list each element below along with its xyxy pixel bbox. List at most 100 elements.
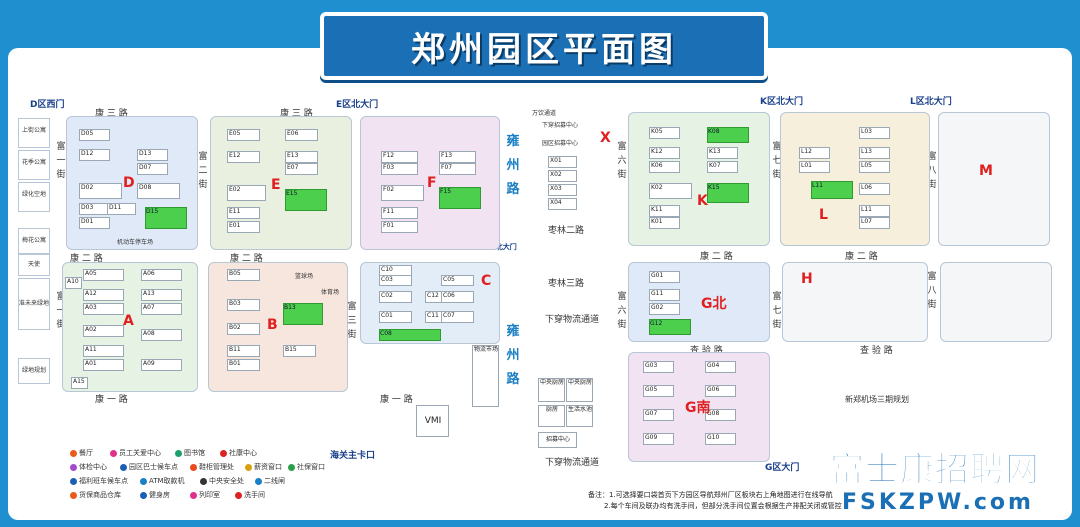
building-b11: B11 [227,345,260,357]
road-kang2-left: 康 二 路 [70,254,103,264]
road-fu8-bottom: 富八街 [927,272,937,310]
road-yongzhou-bottom: 雍州路 [506,324,520,387]
salary-window-icon [245,463,252,471]
road-kang2-right: 康 二 路 [700,252,733,262]
side-building: 上街公寓 [18,118,50,148]
building-l06: L06 [859,183,890,195]
zone-h-block: H [782,262,928,342]
road-kang2-far-right: 康 二 路 [845,252,878,262]
zone-f-block: F12 F13 F03 F07 F02 F11 F01 F15 F [360,116,500,250]
building-d07: D07 [137,163,168,175]
zone-label-d: D [123,175,135,191]
building-e13: E13 [285,151,318,163]
building-g06: G06 [705,385,736,397]
building-l11-green: L11 [811,181,853,199]
zone-label-f: F [427,175,437,191]
building-a15: A15 [71,377,88,389]
legend-item: 列印室 [190,490,220,500]
road-xiajing-bottom: 下穿物流通道 [545,458,600,468]
parking-label: 机动车停车场 [117,239,154,246]
zone-h-right-block [940,262,1052,342]
legend-item: 中央安全处 [200,476,244,486]
building-c03: C03 [379,275,412,286]
road-chayan-right: 查 验 路 [860,346,893,356]
building-l01: L01 [799,161,830,173]
building-c08: C08 [379,329,441,341]
shoe-cabinet-icon [190,463,197,471]
zone-label-b: B [267,317,278,333]
note-line-1: 备注：1.可选择要口袋首页下方园区导航郑州厂区板块右上角地图进行在线导航 [588,491,833,499]
legend: 餐厅 员工关爱中心 图书馆 社康中心 体检中心 园区巴士候车点 鞋柜管理处 薪资… [70,448,330,508]
zone-b-block: B05 B03 B02 B11 B01 B15 B13 篮球场 体育场 B [208,262,348,392]
building-a03: A03 [83,303,124,315]
zone-label-m: M [979,163,993,179]
side-building: 梅花公寓 [18,228,50,254]
building-e15: E15 [285,189,327,211]
gate-e-north: E区北大门 [336,100,379,110]
road-xiajing: 下穿物流通道 [545,315,600,325]
legend-item: 园区巴士候车点 [120,462,178,472]
legend-item: 社保窗口 [288,462,325,472]
gate-f-north: F区北大门 [484,243,517,251]
building-b03: B03 [227,299,260,311]
building-x02: X02 [548,170,577,182]
health-center-icon [220,449,227,457]
building-l03: L03 [859,127,890,139]
restroom-icon [235,491,242,499]
legend-item: 餐厅 [70,448,93,458]
building-g05: G05 [643,385,674,397]
road-kang1-left: 康 一 路 [95,395,128,405]
building-k05: K05 [649,127,680,139]
building-f12: F12 [381,151,418,163]
building-b02: B02 [227,323,260,335]
court-label: 篮球场 [295,273,314,280]
side-building: 绿地规划 [18,358,50,384]
zone-label-g-south: G南 [685,400,711,416]
road-fu8-top: 富八街 [927,152,937,190]
gym-icon [140,491,147,499]
gate-d-west: D区西门 [30,100,65,110]
zone-label-l: L [819,207,828,223]
building-logistics: 物流市场 [472,345,499,407]
building-d13: D13 [137,149,168,161]
insurance-window-icon [288,463,295,471]
zone-d-block: D05 D12 D13 D02 D08 D03 D01 D07 D11 D15 … [66,116,198,250]
zone-g-south-block: G03 G04 G05 G06 G07 G08 G09 G10 G南 [628,352,770,462]
road-fu7-bottom: 富七街 [772,292,782,330]
building-e12: E12 [227,151,260,163]
building-a02: A02 [83,325,124,337]
bus-stop-icon [120,463,127,471]
legend-item: ATM取款机 [140,476,185,486]
building-g07: G07 [643,409,674,421]
road-chayan: 查 验 路 [690,346,723,356]
zone-g-north-block: G01 G11 G02 G12 G北 [628,262,770,342]
legend-item: 薪资窗口 [245,462,282,472]
building-a13: A13 [141,289,182,301]
building-a10: A10 [65,277,82,289]
security-icon [200,477,207,485]
zone-m-block: M [938,112,1050,246]
legend-item: 图书馆 [175,448,205,458]
building-d11: D11 [107,203,136,215]
building-k11: K11 [649,205,680,217]
building-g01: G01 [649,271,680,283]
zone-label-x: X [600,130,611,146]
zone-label-c: C [481,273,492,289]
building-c05: C05 [441,275,474,286]
zone-k-block: K05 K12 K13 K06 K02 K07 K11 K01 K15 K08 … [628,112,770,246]
garden-station-label: 园区招募中心 [542,140,579,147]
warehouse-icon [70,491,77,499]
side-building: 花季公寓 [18,150,50,180]
gate-customs: 海关主卡口 [330,451,376,461]
zone-e-block: E05 E06 E12 E13 E02 E07 E11 E01 E15 E [210,116,352,250]
xiajing-center-label: 下穿招募中心 [542,122,579,129]
building-f02: F02 [381,185,424,201]
building-k08: K08 [707,127,749,143]
building-c06: C06 [441,291,474,303]
zone-label-e: E [271,177,281,193]
gate-l-north: L区北大门 [910,97,952,107]
building-a09: A09 [141,359,182,371]
building-d05: D05 [79,129,110,141]
gate-line-icon [255,477,262,485]
building-a07: A07 [141,303,182,315]
